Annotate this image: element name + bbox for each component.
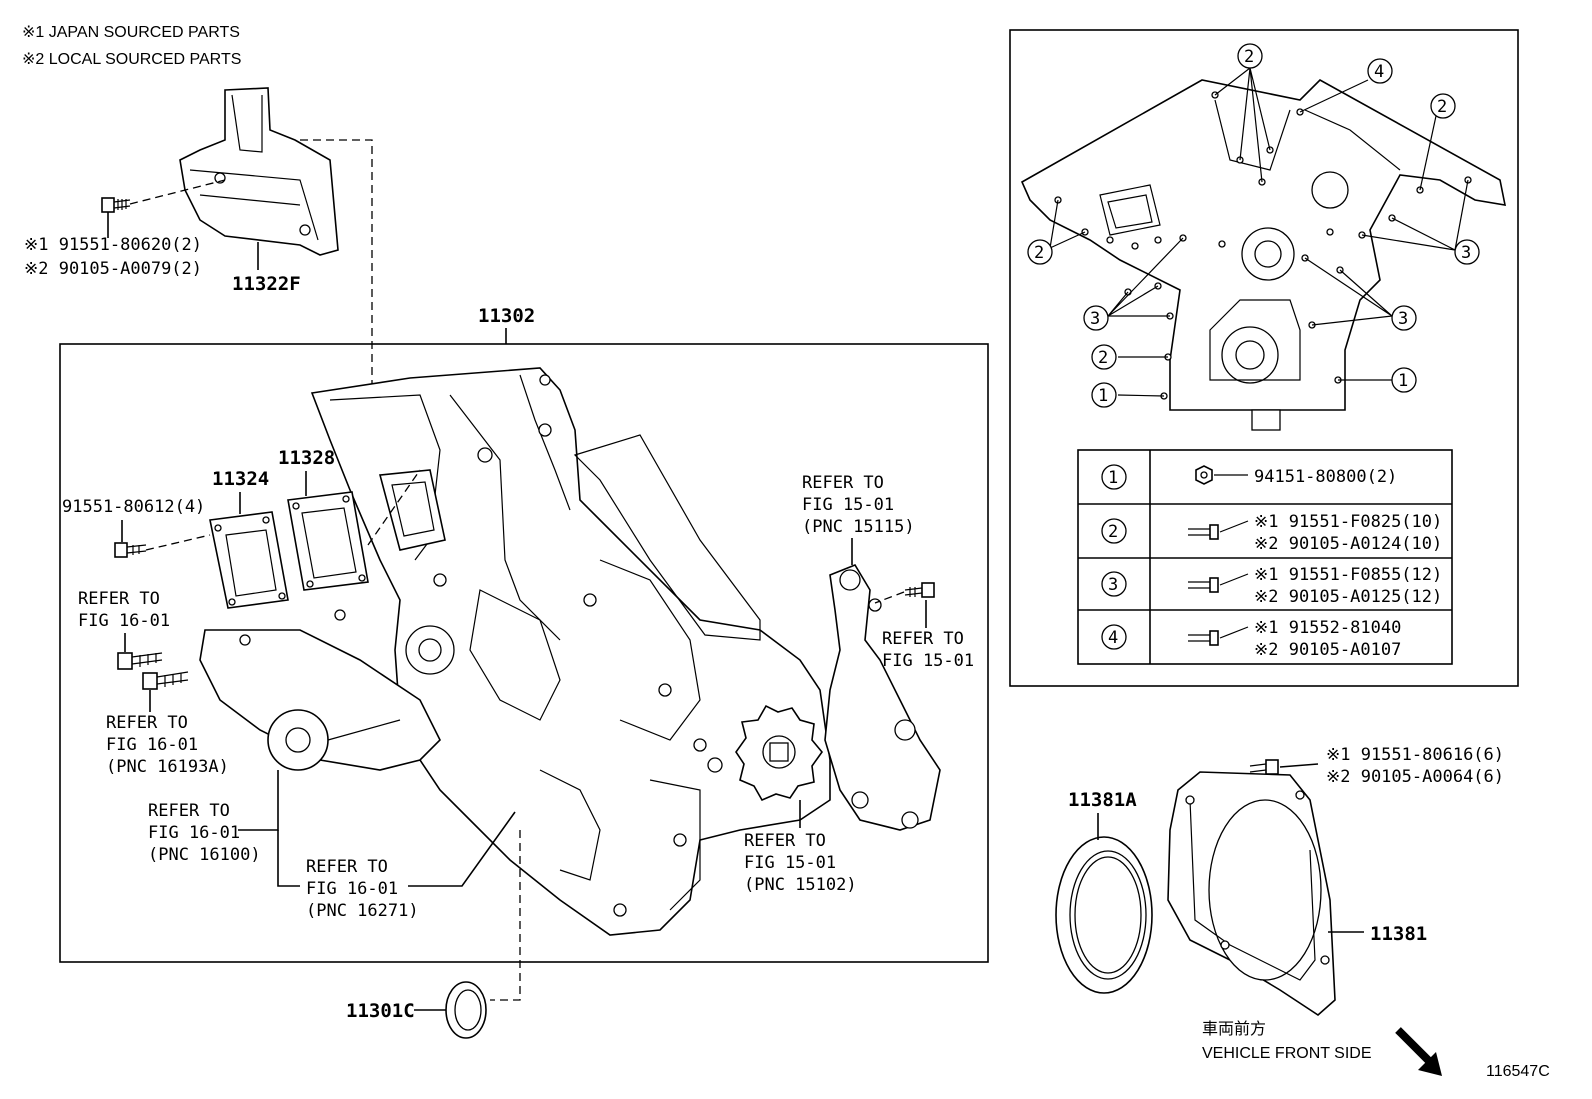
row-3-part-1: ※1 91551-F0855(12) — [1254, 565, 1442, 585]
water-pump-drawing[interactable] — [199, 609, 455, 771]
pump-bolt-lower[interactable] — [142, 671, 189, 690]
front-arrow-icon — [1395, 1027, 1442, 1076]
diagram-id: 116547C — [1486, 1063, 1550, 1080]
inset-callout-1a: 1 — [1091, 382, 1117, 408]
rear-oil-seal-retainer-11381[interactable] — [1167, 771, 1336, 1017]
refer-b-line2: FIG 16-01 — [106, 735, 198, 755]
timing-cover-drawing[interactable] — [310, 367, 831, 936]
svg-text:2: 2 — [1437, 97, 1447, 117]
bolt-table-row-1: 1 94151-80800(2) — [1101, 464, 1397, 490]
bracket-11322f-drawing[interactable] — [179, 87, 339, 256]
part-label-11381: 11381 — [1370, 923, 1427, 945]
refer-d-line2: FIG 16-01 — [306, 879, 398, 899]
retainer-bolt[interactable] — [1249, 759, 1279, 775]
bolt-icon — [1209, 630, 1219, 646]
svg-text:3: 3 — [1461, 243, 1471, 263]
gasket-bolt[interactable] — [114, 542, 147, 558]
refer-b-line1: REFER TO — [106, 713, 188, 733]
inset-callout-3b: 3 — [1083, 305, 1109, 331]
rear-bolt-label-2: ※2 90105-A0064(6) — [1326, 767, 1504, 787]
svg-text:1: 1 — [1398, 371, 1408, 391]
part-label-11324: 11324 — [212, 468, 269, 490]
rear-oil-seal-11381a[interactable] — [1055, 836, 1153, 994]
vehicle-front-jp: 車両前方 — [1202, 1020, 1266, 1038]
row-1-num: 1 — [1108, 468, 1118, 488]
refer-e-line2: FIG 15-01 — [802, 495, 894, 515]
bolt-icon — [1209, 577, 1219, 593]
row-4-part-2: ※2 90105-A0107 — [1254, 640, 1401, 660]
bracket-bolt[interactable] — [101, 197, 131, 213]
gasket-11328[interactable] — [287, 491, 369, 591]
refer-b-line3: (PNC 16193A) — [106, 757, 229, 777]
inset-callout-3c: 3 — [1391, 305, 1417, 331]
assembly-11302-frame — [59, 343, 989, 963]
part-label-11328: 11328 — [278, 447, 335, 469]
refer-g-line1: REFER TO — [744, 831, 826, 851]
inset-cover-outline — [1020, 79, 1507, 431]
gasket-11324[interactable] — [209, 511, 289, 609]
refer-e-line1: REFER TO — [802, 473, 884, 493]
row-3-num: 3 — [1108, 575, 1118, 595]
row-3-part-2: ※2 90105-A0125(12) — [1254, 587, 1442, 607]
part-label-11381a: 11381A — [1068, 789, 1137, 811]
bolt-table — [1077, 449, 1453, 665]
refer-f-line2: FIG 15-01 — [882, 651, 974, 671]
row-2-part-1: ※1 91551-F0825(10) — [1254, 512, 1442, 532]
refer-a-line1: REFER TO — [78, 589, 160, 609]
bracket-bolt-label-1: ※1 91551-80620(2) — [24, 235, 202, 255]
refer-g-line3: (PNC 15102) — [744, 875, 857, 895]
vehicle-front-en: VEHICLE FRONT SIDE — [1202, 1045, 1372, 1062]
bolt-table-row-3: 3 ※1 91551-F0855(12) ※2 90105-A0125(12) — [1101, 565, 1442, 607]
note-local-sourced: ※2 LOCAL SOURCED PARTS — [22, 51, 241, 68]
svg-text:4: 4 — [1374, 62, 1384, 82]
inset-leader-lines — [1049, 67, 1469, 397]
refer-c-line2: FIG 16-01 — [148, 823, 240, 843]
water-outlet-window[interactable] — [378, 469, 446, 551]
bolt-table-row-4: 4 ※1 91552-81040 ※2 90105-A0107 — [1101, 618, 1401, 660]
refer-c-line1: REFER TO — [148, 801, 230, 821]
inset-callout-2c: 2 — [1027, 239, 1053, 265]
inset-callout-2a: 2 — [1237, 43, 1263, 69]
row-4-num: 4 — [1108, 628, 1118, 648]
row-1-part: 94151-80800(2) — [1254, 467, 1397, 487]
inset-callout-2d: 2 — [1091, 344, 1117, 370]
row-4-part-1: ※1 91552-81040 — [1254, 618, 1401, 638]
svg-text:2: 2 — [1244, 47, 1254, 67]
row-2-num: 2 — [1108, 522, 1118, 542]
bolt-icon — [1209, 524, 1219, 540]
part-label-11302: 11302 — [478, 305, 535, 327]
pump-bolt-upper[interactable] — [117, 652, 163, 670]
part-label-11322f: 11322F — [232, 273, 301, 295]
bolt-label-91551-80612: 91551-80612(4) — [62, 497, 205, 517]
refer-d-line3: (PNC 16271) — [306, 901, 419, 921]
inset-callout-3a: 3 — [1454, 239, 1480, 265]
part-label-11301c: 11301C — [346, 1000, 415, 1022]
refer-d-line1: REFER TO — [306, 857, 388, 877]
housing-bolt[interactable] — [904, 582, 935, 598]
svg-text:1: 1 — [1098, 386, 1108, 406]
refer-e-line3: (PNC 15115) — [802, 517, 915, 537]
oil-seal-11301c[interactable] — [445, 981, 487, 1039]
svg-text:2: 2 — [1034, 243, 1044, 263]
bolt-table-row-2: 2 ※1 91551-F0825(10) ※2 90105-A0124(10) — [1101, 512, 1442, 554]
refer-a-line2: FIG 16-01 — [78, 611, 170, 631]
refer-c-line3: (PNC 16100) — [148, 845, 261, 865]
inset-callout-4: 4 — [1367, 58, 1393, 84]
bolt-location-inset — [1009, 29, 1519, 687]
bracket-bolt-label-2: ※2 90105-A0079(2) — [24, 259, 202, 279]
inset-bolt-holes — [1054, 91, 1472, 400]
refer-f-line1: REFER TO — [882, 629, 964, 649]
note-japan-sourced: ※1 JAPAN SOURCED PARTS — [22, 24, 240, 41]
oil-pump-rotor[interactable] — [735, 704, 824, 802]
svg-text:3: 3 — [1398, 309, 1408, 329]
inset-callout-1b: 1 — [1391, 367, 1417, 393]
refer-g-line2: FIG 15-01 — [744, 853, 836, 873]
row-2-part-2: ※2 90105-A0124(10) — [1254, 534, 1442, 554]
rear-bolt-label-1: ※1 91551-80616(6) — [1326, 745, 1504, 765]
inset-callout-2b: 2 — [1430, 93, 1456, 119]
svg-text:2: 2 — [1098, 348, 1108, 368]
oil-pump-housing[interactable] — [824, 564, 941, 831]
svg-text:3: 3 — [1090, 309, 1100, 329]
